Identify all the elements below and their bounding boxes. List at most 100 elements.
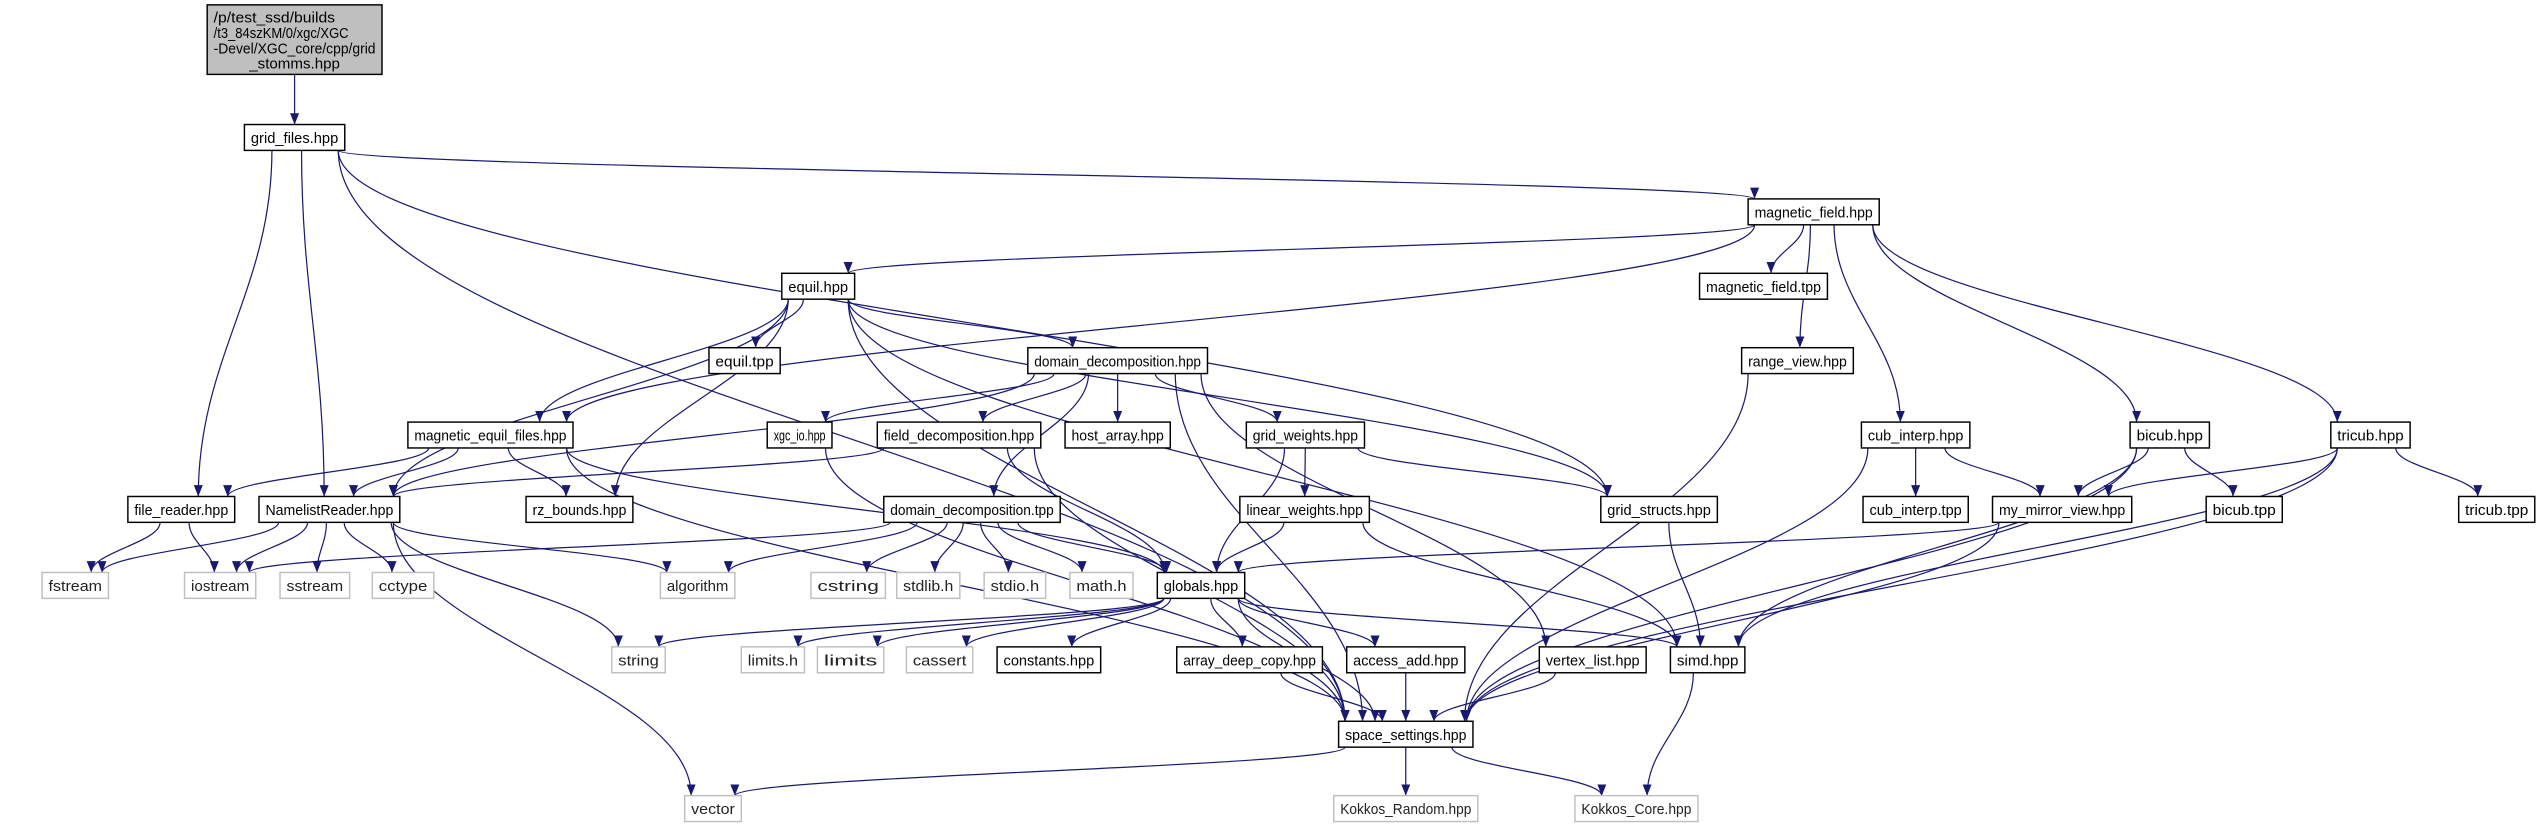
node-bicub_tpp[interactable]: bicub.tpp — [2205, 495, 2283, 524]
node-rz_bounds[interactable]: rz_bounds.hpp — [525, 495, 634, 524]
node-grid_weights[interactable]: grid_weights.hpp — [1245, 421, 1366, 449]
node-vertex_list[interactable]: vertex_list.hpp — [1538, 646, 1647, 674]
node-box — [1337, 720, 1474, 748]
node-label: cassert — [913, 652, 967, 669]
node-box — [183, 571, 257, 600]
node-host_array[interactable]: host_array.hpp — [1064, 421, 1171, 449]
node-box — [258, 495, 401, 524]
node-label: grid_weights.hpp — [1253, 428, 1358, 445]
node-array_deep_copy[interactable]: array_deep_copy.hpp — [1176, 646, 1324, 674]
node-label: -Devel/XGC_core/cpp/grid — [214, 40, 376, 57]
node-simd[interactable]: simd.hpp — [1669, 646, 1746, 674]
edge-linear_weights-to-simd — [1362, 522, 1682, 647]
node-root[interactable]: /p/test_ssd/builds/t3_84szKM/0/xgc/XGC-D… — [206, 4, 383, 76]
node-constants[interactable]: constants.hpp — [996, 646, 1102, 674]
node-box — [407, 421, 574, 449]
node-magnetic_field_tpp[interactable]: magnetic_field.tpp — [1698, 272, 1829, 300]
node-tricub_tpp[interactable]: tricub.tpp — [2457, 495, 2536, 524]
node-box — [1862, 495, 1969, 524]
edge-domain_decomposition_tpp-to-stdlib_h — [930, 522, 964, 573]
node-box — [371, 571, 435, 600]
node-label: bicub.hpp — [2137, 428, 2203, 445]
node-box — [2330, 421, 2411, 449]
node-label: constants.hpp — [1004, 652, 1095, 669]
node-label: range_view.hpp — [1748, 353, 1847, 370]
edge-NamelistReader-to-vector — [392, 522, 696, 796]
node-box — [127, 495, 236, 524]
node-my_mirror_view[interactable]: my_mirror_view.hpp — [1991, 495, 2133, 524]
edge-my_mirror_view-to-space_settings — [1462, 522, 2000, 722]
node-domain_decomposition_tpp[interactable]: domain_decomposition.tpp — [883, 495, 1061, 524]
node-Kokkos_Core: Kokkos_Core.hpp — [1574, 794, 1699, 823]
node-label: domain_decomposition.tpp — [890, 502, 1053, 519]
node-access_add[interactable]: access_add.hpp — [1345, 646, 1466, 674]
node-box — [996, 646, 1102, 674]
edge-tricub-to-space_settings — [1462, 447, 2338, 722]
node-box — [1345, 646, 1466, 674]
node-space_settings[interactable]: space_settings.hpp — [1337, 720, 1474, 748]
node-equil[interactable]: equil.hpp — [781, 272, 856, 300]
node-NamelistReader[interactable]: NamelistReader.hpp — [258, 495, 401, 524]
node-label: cub_interp.hpp — [1868, 428, 1963, 445]
node-box — [740, 646, 806, 674]
node-magnetic_equil_files[interactable]: magnetic_equil_files.hpp — [407, 421, 574, 449]
node-box — [1245, 421, 1366, 449]
edge-grid_files-to-space_settings — [337, 150, 1350, 722]
node-label: my_mirror_view.hpp — [1999, 502, 2125, 519]
edge-grid_files-to-NamelistReader — [300, 150, 329, 497]
node-label: space_settings.hpp — [1345, 727, 1466, 744]
node-xgc_io[interactable]: xgc_io.hpp — [766, 421, 833, 449]
node-label: cstring — [817, 578, 879, 595]
edge-file_reader-to-fstream — [86, 522, 161, 573]
node-box — [708, 346, 781, 375]
edge-file_reader-to-iostream — [188, 522, 219, 573]
node-field_decomposition[interactable]: field_decomposition.hpp — [876, 421, 1042, 449]
edge-equil-to-grid_structs — [847, 299, 1612, 497]
node-grid_structs[interactable]: grid_structs.hpp — [1600, 495, 1719, 524]
edge-magnetic_equil_files-to-globals — [565, 447, 1169, 573]
node-box — [895, 571, 961, 600]
node-label: linear_weights.hpp — [1246, 502, 1363, 519]
node-tricub[interactable]: tricub.hpp — [2330, 421, 2411, 449]
node-file_reader[interactable]: file_reader.hpp — [127, 495, 236, 524]
edge-magnetic_field-to-cub_interp — [1833, 224, 1905, 423]
node-domain_decomposition_hpp[interactable]: domain_decomposition.hpp — [1027, 346, 1209, 375]
node-bicub[interactable]: bicub.hpp — [2129, 421, 2211, 449]
node-label: globals.hpp — [1164, 578, 1238, 595]
node-linear_weights[interactable]: linear_weights.hpp — [1239, 495, 1371, 524]
node-box — [1740, 346, 1855, 375]
node-grid_files[interactable]: grid_files.hpp — [243, 123, 346, 152]
node-box — [883, 495, 1061, 524]
edge-my_mirror_view-to-globals — [1234, 521, 2000, 574]
edge-magnetic_field-to-bicub — [1872, 224, 2142, 423]
node-equil_tpp[interactable]: equil.tpp — [708, 346, 781, 375]
edge-field_decomposition-to-NamelistReader — [389, 447, 885, 498]
edge-magnetic_equil_files-to-NamelistReader — [349, 447, 459, 497]
node-cub_interp[interactable]: cub_interp.hpp — [1860, 421, 1971, 449]
node-box — [2129, 421, 2211, 449]
edge-equil-to-NamelistReader — [388, 299, 789, 497]
edge-magnetic_equil_files-to-file_reader — [223, 447, 430, 497]
node-range_view[interactable]: range_view.hpp — [1740, 346, 1855, 375]
node-box — [659, 571, 736, 600]
node-box — [876, 421, 1042, 449]
node-box — [1239, 495, 1371, 524]
edge-equil-to-simd — [847, 299, 1682, 647]
node-magnetic_field[interactable]: magnetic_field.hpp — [1747, 198, 1880, 226]
edge-grid_weights-to-linear_weights — [1300, 447, 1310, 497]
node-label: algorithm — [667, 578, 729, 595]
node-globals[interactable]: globals.hpp — [1156, 571, 1246, 600]
node-limits_h: limits.h — [740, 646, 806, 674]
edge-tricub-to-simd — [1733, 447, 2338, 647]
node-label: iostream — [191, 578, 249, 595]
edge-domain_decomposition_tpp-to-algorithm — [723, 522, 918, 573]
edge-grid_files-to-file_reader — [193, 150, 273, 497]
edge-domain_decomposition_tpp-to-cstring — [862, 522, 948, 573]
node-box — [206, 4, 383, 76]
node-iostream: iostream — [183, 571, 257, 600]
edge-grid_files-to-magnetic_field — [337, 149, 1759, 200]
node-box — [683, 794, 743, 823]
node-label: magnetic_equil_files.hpp — [414, 428, 566, 445]
node-cub_interp_tpp[interactable]: cub_interp.tpp — [1862, 495, 1969, 524]
edge-equil-to-rz_bounds — [610, 299, 789, 497]
